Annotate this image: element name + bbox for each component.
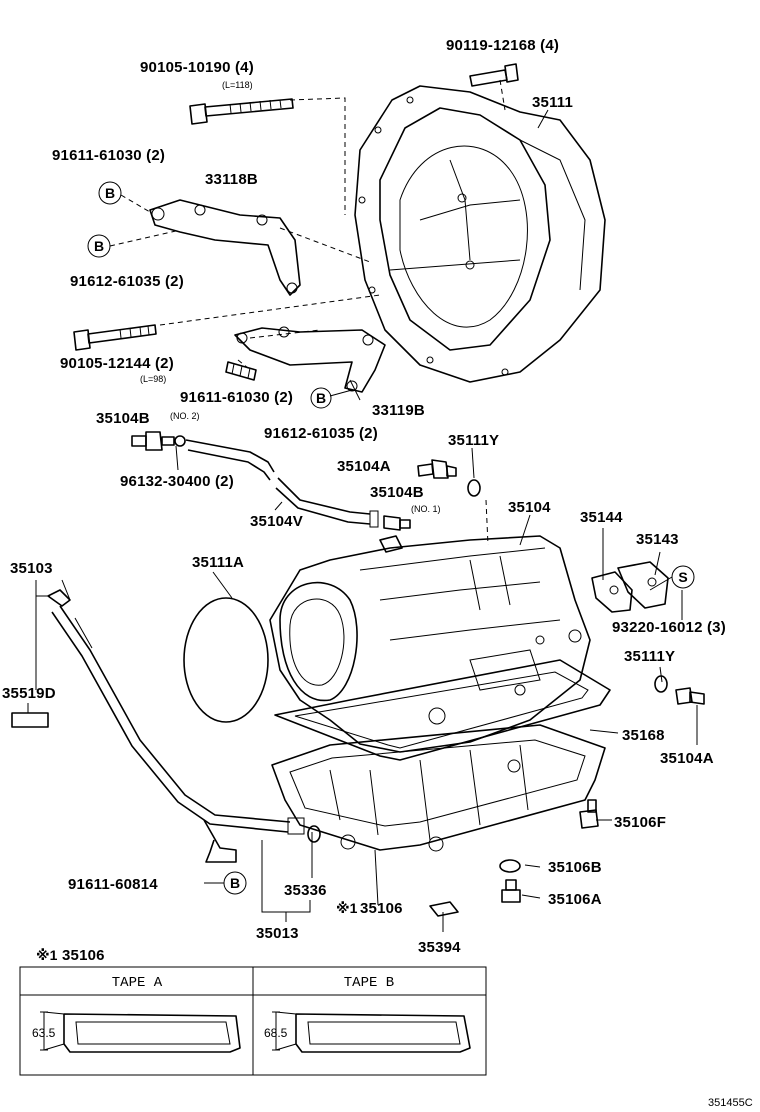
label-35394: 35394 [418,939,461,956]
o-ring [654,675,668,693]
fitting [417,459,457,479]
fitting [379,515,411,553]
svg-text:S: S [678,569,687,585]
note-no2: (NO. 2) [170,411,200,421]
label-35104A-lower: 35104A [660,750,714,767]
label-35144: 35144 [580,509,623,526]
label-35111: 35111 [532,94,573,111]
svg-text:B: B [94,238,104,254]
label-35168: 35168 [622,727,665,744]
tape-b-drawing [272,1011,471,1053]
fitting [131,431,186,451]
label-91611-61030-lower: 91611-61030 (2) [180,389,293,406]
drain-plug [501,879,521,903]
dipstick-assembly [47,579,305,863]
bolt [579,799,599,829]
label-35143: 35143 [636,531,679,548]
label-35106: 35106 [360,900,403,917]
bolt [469,63,519,87]
tape-table: ※1 35106 TAPE A TAPE B 63.5 68.5 [19,947,487,1076]
magnet [429,901,459,917]
svg-text:B: B [230,875,240,891]
part-labels: 90119-12168 (4) 90105-10190 (4) (L=118) … [2,37,726,956]
label-35106F: 35106F [614,814,666,831]
label-96132-30400: 96132-30400 (2) [120,473,234,490]
circle-mark-s: S [671,565,695,589]
label-90105-10190: 90105-10190 (4) [140,59,254,76]
transmission-case [269,535,591,753]
label-35104B-no2: 35104B [96,410,150,427]
label-35104V: 35104V [250,513,303,530]
label-35111Y-upper: 35111Y [448,432,499,449]
tape-b-dimension: 68.5 [264,1026,288,1040]
svg-text:B: B [105,185,115,201]
svg-text:B: B [316,390,326,406]
label-35103: 35103 [10,560,53,577]
label-91612-61035-lower: 91612-61035 (2) [264,425,378,442]
label-35106A: 35106A [548,891,602,908]
label-90105-12144: 90105-12144 (2) [60,355,174,372]
note-l98: (L=98) [140,374,166,384]
label-35104: 35104 [508,499,551,516]
label-90119-12168: 90119-12168 (4) [446,37,559,54]
bolt [73,324,157,351]
bracket-lower [234,326,386,393]
fitting [675,687,705,705]
label-91612-61035-upper: 91612-61035 (2) [70,273,184,290]
linkage-brackets [591,561,669,613]
label-35013: 35013 [256,925,299,942]
label-35336: 35336 [284,882,327,899]
label-33119B: 33119B [372,402,425,419]
bracket-upper [149,199,301,296]
case-gasket-35111A [183,597,269,723]
circle-mark-b: B [98,181,122,205]
transmission-housing [354,85,606,383]
gaskets [183,597,611,761]
circle-mark-b: B [310,387,332,409]
o-ring [307,825,321,843]
label-35106-mark: ※1 [336,900,358,916]
label-35111Y-lower: 35111Y [624,648,675,665]
breather-hose [185,439,379,528]
oil-pan [271,724,606,852]
label-33118B: 33118B [205,171,258,188]
label-91611-61030-upper: 91611-61030 (2) [52,147,165,164]
bolt [189,98,294,125]
label-35104A-upper: 35104A [337,458,391,475]
label-35111A: 35111A [192,554,244,571]
illustration-reference-code: 351455C [708,1097,753,1109]
tape-a-dimension: 63.5 [32,1026,56,1040]
tape-a-drawing [40,1011,241,1053]
note-no1: (NO. 1) [411,504,441,514]
small-parts [11,63,705,917]
note-l118: (L=118) [222,80,253,90]
caution-label [11,712,49,728]
table-mark: ※1 [36,947,58,963]
label-93220-16012: 93220-16012 (3) [612,619,726,636]
label-91611-60814: 91611-60814 [68,876,158,893]
o-ring [467,479,481,497]
table-part-number: 35106 [62,947,105,964]
bolt [225,361,257,381]
washer [499,859,521,873]
label-35104B-no1: 35104B [370,484,424,501]
label-35519D: 35519D [2,685,56,702]
label-35106B: 35106B [548,859,602,876]
tape-b-header: TAPE B [344,975,394,991]
circle-mark-b: B [87,234,111,258]
tape-a-header: TAPE A [112,975,163,991]
circle-mark-b: B [223,871,247,895]
